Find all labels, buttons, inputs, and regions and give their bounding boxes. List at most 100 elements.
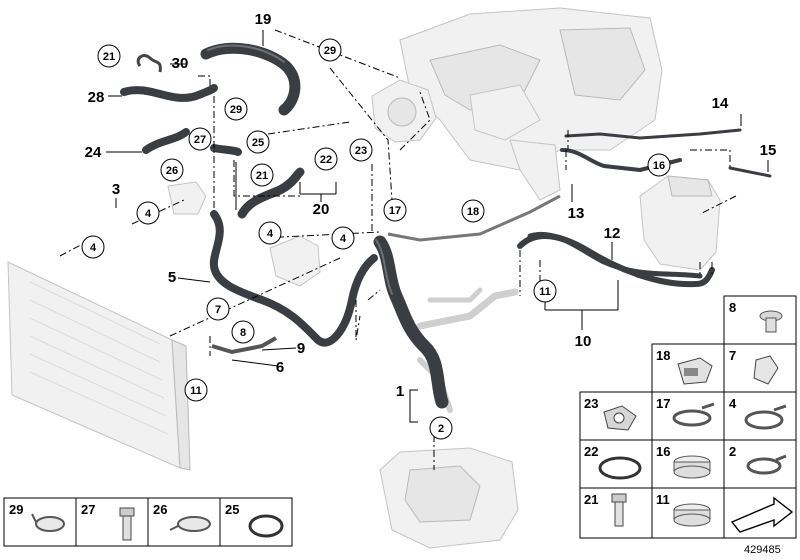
callout: 23	[349, 138, 373, 162]
callout: 17	[383, 198, 407, 222]
legend-number: 16	[656, 444, 670, 459]
plain-label: 3	[112, 181, 120, 198]
callout-number: 23	[355, 145, 367, 157]
callout-number: 22	[320, 154, 332, 166]
legend-number: 18	[656, 348, 670, 363]
plain-label: 30	[172, 55, 189, 72]
callout-number: 11	[190, 385, 202, 397]
callout-number: 4	[90, 242, 97, 254]
thermostat-housing	[269, 235, 321, 287]
callout-number: 4	[267, 228, 274, 240]
parts-legend-bottom: 29 27 26 25	[3, 497, 293, 547]
callout: 29	[224, 97, 248, 121]
circled-labels: 21 29 29 27 25 26 21 22 23 4 4 4 4 17 18…	[81, 38, 671, 440]
bolt-27-picture	[119, 507, 135, 541]
line-15	[728, 166, 772, 178]
callout-number: 8	[240, 327, 246, 339]
callout: 11	[184, 378, 208, 402]
hose-24	[142, 128, 242, 156]
clamp-17-picture	[672, 402, 715, 427]
screw-8-picture	[759, 310, 783, 333]
callout-number: 29	[230, 104, 242, 116]
legend-number: 22	[584, 444, 598, 459]
callout-number: 2	[438, 423, 444, 435]
legend-number: 23	[584, 396, 598, 411]
callout-number: 26	[166, 165, 178, 177]
plain-label: 12	[604, 225, 621, 242]
callout: 4	[331, 226, 355, 250]
callout-number: 21	[256, 170, 268, 182]
callout: 8	[231, 320, 255, 344]
leader-lines	[106, 30, 769, 423]
line-18	[387, 194, 561, 242]
plain-label: 13	[568, 205, 585, 222]
line-14	[564, 128, 742, 140]
callout-number: 25	[252, 137, 264, 149]
hose-upper-return	[237, 167, 305, 219]
callout: 4	[81, 235, 105, 259]
document-number: 429485	[744, 544, 781, 556]
direction-arrow-icon	[730, 496, 794, 533]
legend-number: 7	[729, 348, 736, 363]
callout: 4	[136, 201, 160, 225]
expansion-tank	[639, 175, 721, 271]
engine-block	[399, 7, 663, 201]
legend-number: 8	[729, 300, 736, 315]
ring-22-picture	[598, 456, 642, 480]
callout: 27	[188, 127, 212, 151]
plain-label: 24	[85, 144, 102, 161]
callout: 4	[258, 221, 282, 245]
clamp-29-picture	[31, 513, 65, 532]
callout: 18	[461, 199, 485, 223]
connector-18-picture	[677, 357, 713, 385]
clamp-26-picture	[169, 516, 211, 532]
radiator	[7, 261, 191, 471]
callout-number: 21	[103, 51, 115, 63]
plain-label: 1	[396, 383, 404, 400]
callout: 2	[429, 416, 453, 440]
heater-valve	[167, 181, 207, 215]
callout-number: 16	[653, 160, 665, 172]
callout: 22	[314, 147, 338, 171]
callout: 16	[647, 153, 671, 177]
clip-7-picture	[753, 355, 779, 385]
plain-label: 28	[88, 89, 105, 106]
callout: 11	[533, 279, 557, 303]
callout: 21	[250, 163, 274, 187]
callout-number: 11	[539, 286, 551, 298]
plain-label: 9	[297, 340, 305, 357]
parts-legend-right: 8 18 7 23 17 4 22 16 2 21 11	[579, 295, 797, 539]
legend-number: 27	[81, 502, 95, 517]
hose-5	[209, 210, 378, 347]
clamp-2-picture	[746, 454, 787, 475]
callout: 7	[206, 297, 230, 321]
callout-number: 17	[389, 205, 401, 217]
legend-number: 2	[729, 444, 736, 459]
legend-number: 4	[729, 396, 737, 411]
line-12	[517, 231, 715, 288]
callout-number: 29	[324, 45, 336, 57]
clamp-4-picture	[744, 404, 787, 430]
callout: 29	[318, 38, 342, 62]
callout-number: 4	[145, 208, 152, 220]
ring-25-picture	[248, 514, 284, 538]
legend-number: 29	[9, 502, 23, 517]
plain-label: 6	[276, 359, 284, 376]
clip-30	[136, 54, 162, 73]
plain-label: 20	[313, 201, 330, 218]
hose-28	[120, 84, 218, 102]
callout: 26	[160, 158, 184, 182]
line-13	[560, 148, 682, 172]
water-pump	[371, 79, 437, 143]
legend-number: 25	[225, 502, 239, 517]
gasket-23-picture	[603, 405, 637, 431]
plain-label: 19	[255, 11, 272, 28]
clamp-11-picture	[673, 503, 711, 527]
legend-number: 17	[656, 396, 670, 411]
plain-label: 5	[168, 269, 176, 286]
callout-number: 27	[194, 134, 206, 146]
legend-number: 26	[153, 502, 167, 517]
plain-label: 15	[760, 142, 777, 159]
plain-label: 10	[575, 333, 592, 350]
